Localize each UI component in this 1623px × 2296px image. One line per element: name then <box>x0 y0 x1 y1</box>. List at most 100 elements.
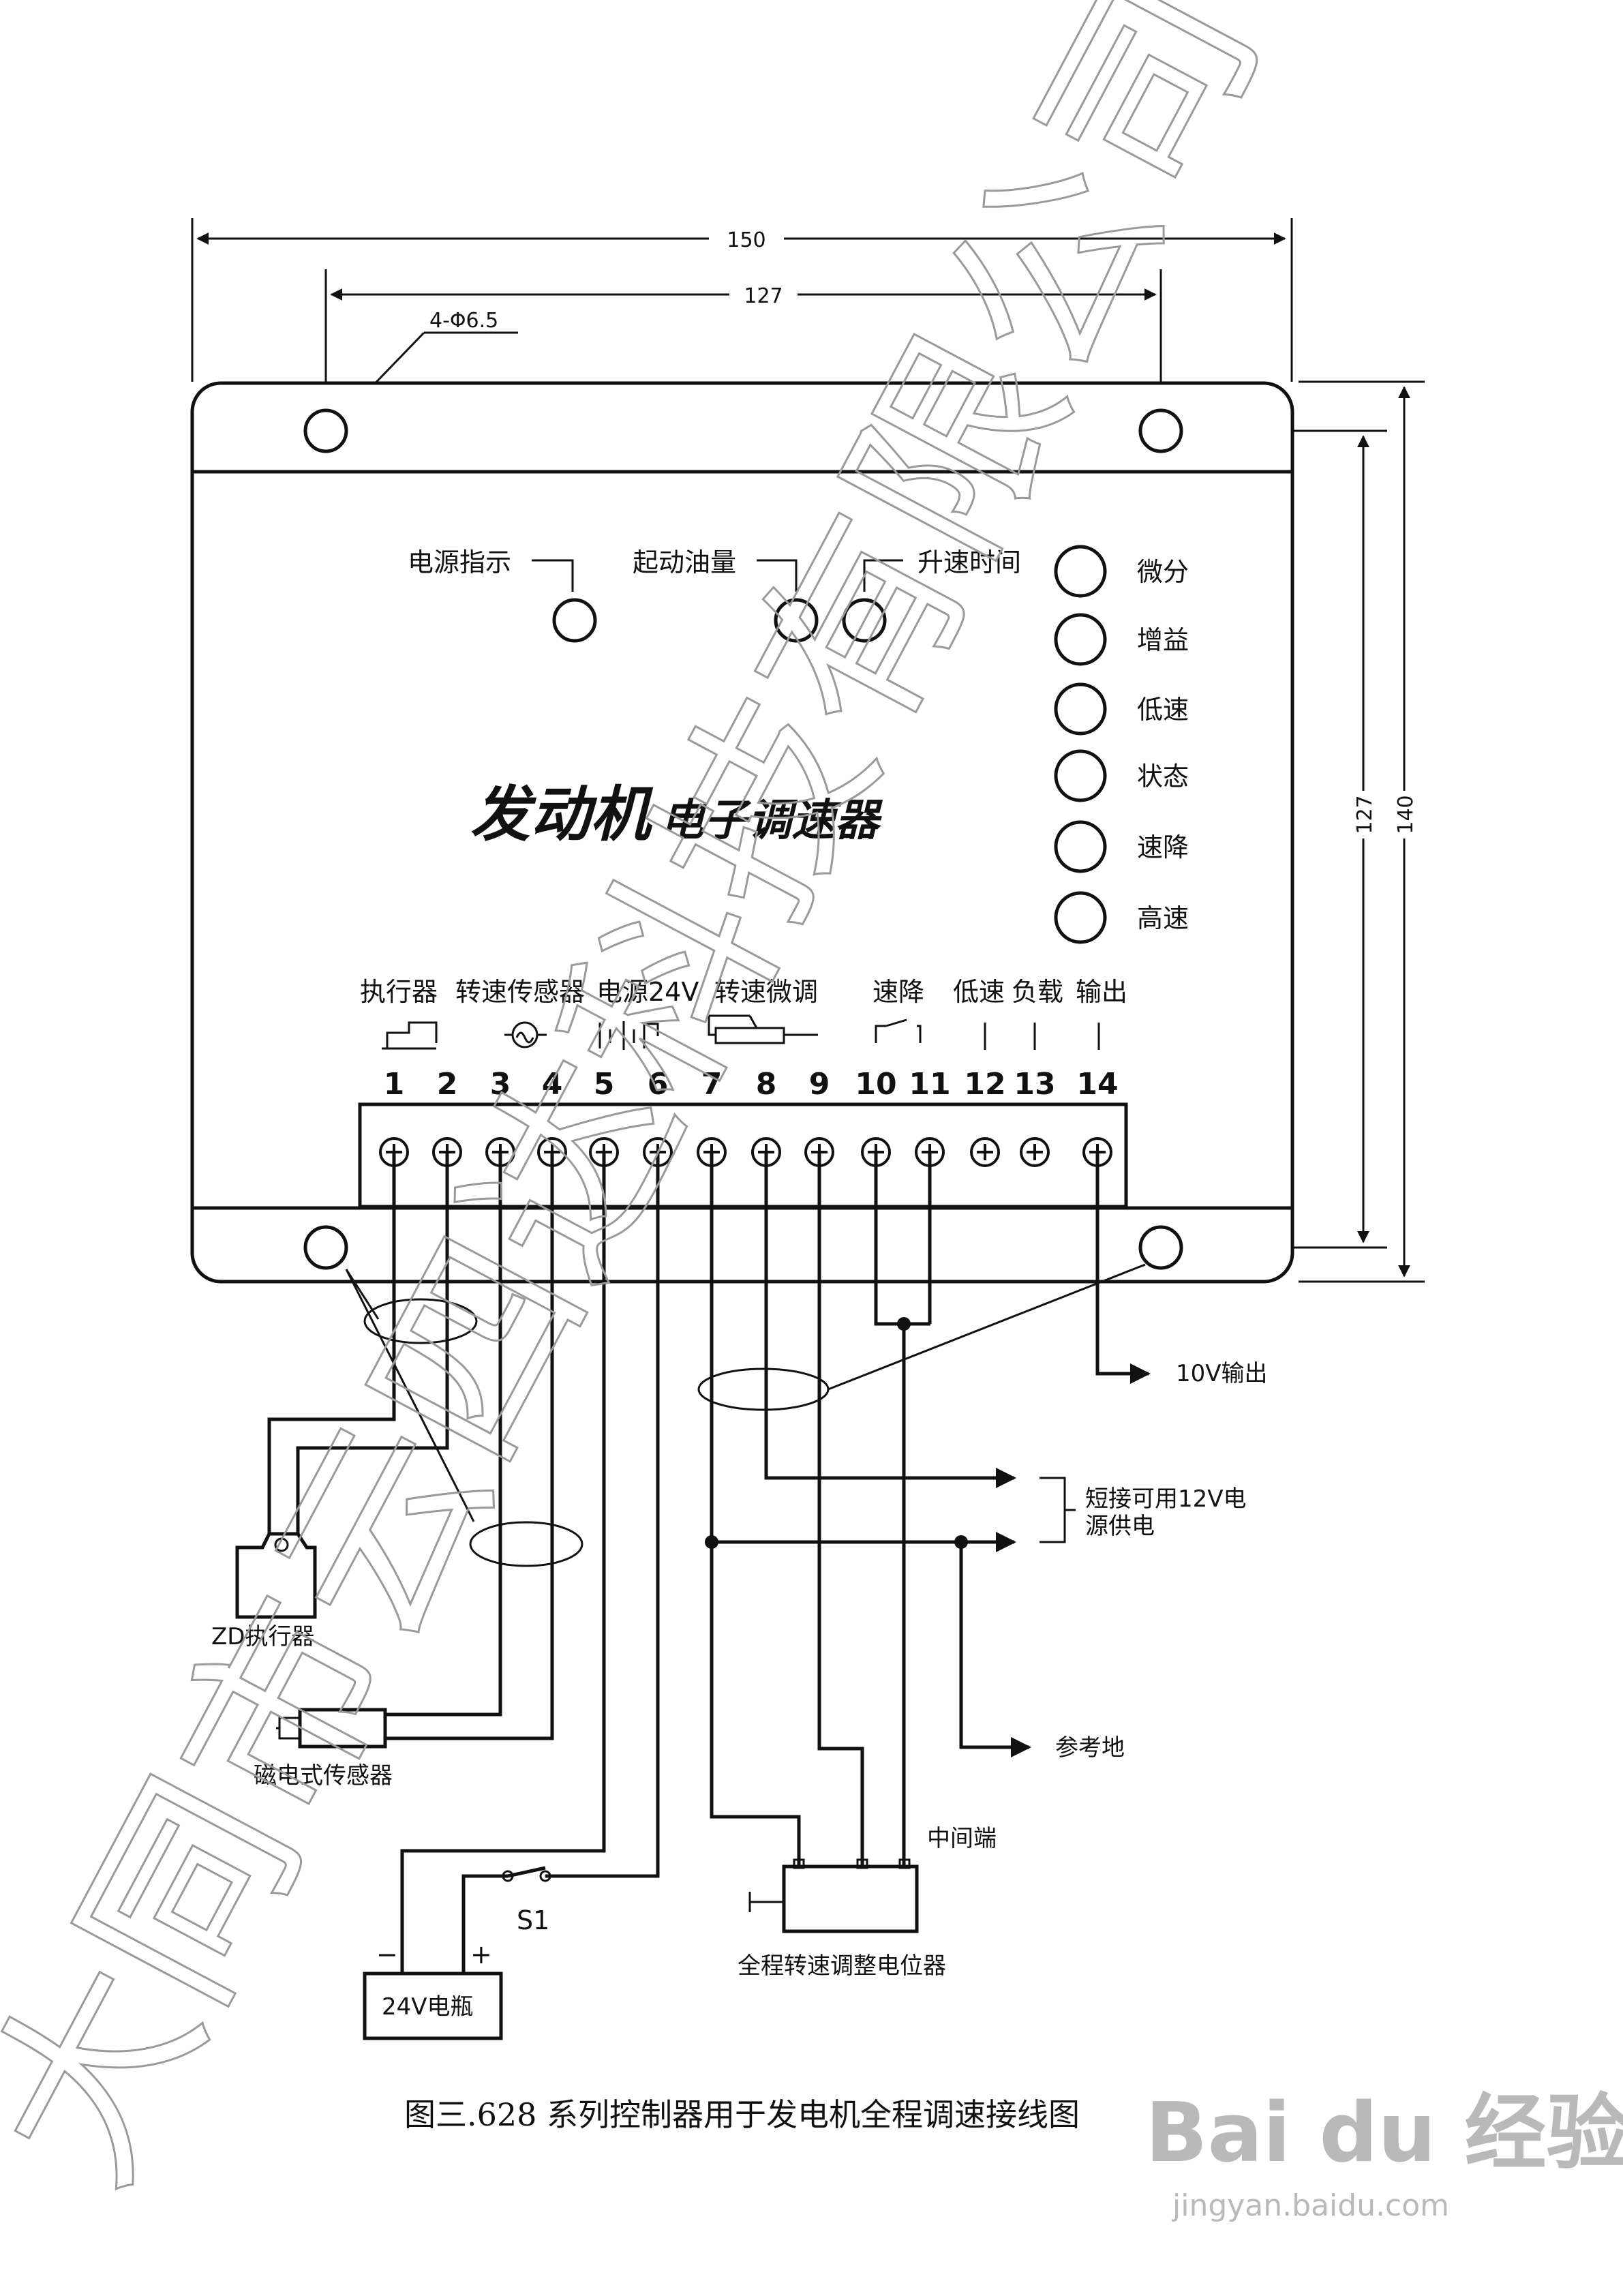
terminal-number-11: 11 <box>909 1067 950 1102</box>
label-switch-s1: S1 <box>517 1905 549 1935</box>
knob-ramp-time <box>842 598 887 643</box>
knob-start-fuel <box>774 598 819 643</box>
terminal-symbols <box>382 1014 1100 1050</box>
wire-t2 <box>296 1152 449 1534</box>
actuator-symbol <box>386 1021 438 1048</box>
dim-width-127: 127 <box>744 284 783 308</box>
mounting-hole-br <box>1138 1225 1183 1270</box>
knob-high-speed <box>1054 891 1107 944</box>
wire-t1 <box>267 1152 396 1534</box>
knob-differential <box>1054 545 1107 598</box>
label-start-fuel: 起动油量 <box>633 547 736 577</box>
group-droop: 速降 <box>873 977 924 1007</box>
mounting-hole-bl <box>303 1225 348 1270</box>
terminal-number-12: 12 <box>964 1067 1005 1102</box>
label-ref-ground: 参考地 <box>1055 1734 1125 1762</box>
knob-gain <box>1054 613 1107 666</box>
terminal-number-7: 7 <box>701 1067 723 1102</box>
terminal-number-8: 8 <box>756 1067 777 1102</box>
label-ramp-time: 升速时间 <box>917 547 1021 577</box>
label-10v-output: 10V输出 <box>1176 1360 1268 1387</box>
led-power <box>552 598 597 643</box>
mounting-hole-tr <box>1138 408 1183 453</box>
wire-ref-ground <box>959 1542 1031 1757</box>
group-actuator: 执行器 <box>360 977 438 1007</box>
droop-switch-symbol <box>875 1018 922 1043</box>
wire-s1-battery <box>461 1874 508 1974</box>
label-middle-end: 中间端 <box>927 1825 997 1852</box>
label-droop: 速降 <box>1137 832 1189 862</box>
shield-trim <box>697 1368 830 1411</box>
baidu-logo: Bai du 经验 <box>1145 2086 1623 2181</box>
wiring <box>267 1152 1151 1974</box>
potentiometer-device <box>782 1864 919 1933</box>
wire-t9 <box>817 1152 864 1867</box>
label-battery: 24V电瓶 <box>382 1993 474 2021</box>
product-title-main: 发动机 <box>470 779 654 849</box>
baidu-url: jingyan.baidu.com <box>1172 2188 1449 2223</box>
terminal-number-13: 13 <box>1014 1067 1055 1102</box>
baidu-watermark: Bai du 经验 jingyan.baidu.com <box>1145 2086 1623 2223</box>
wire-t5 <box>400 1152 606 1974</box>
terminal-number-2: 2 <box>437 1067 458 1102</box>
label-power-indicator: 电源指示 <box>408 547 511 577</box>
label-short-12v-2: 源供电 <box>1085 1513 1155 1540</box>
dim-height-140: 140 <box>1394 795 1418 834</box>
battery-symbol <box>598 1021 659 1050</box>
terminal-number-3: 3 <box>490 1067 511 1102</box>
terminal-number-9: 9 <box>809 1067 830 1102</box>
label-gain: 增益 <box>1137 625 1189 655</box>
label-differential: 微分 <box>1137 557 1189 587</box>
group-load: 负载 <box>1012 977 1063 1007</box>
terminal-number-1: 1 <box>384 1067 405 1102</box>
wire-t7 <box>710 1152 801 1867</box>
label-status: 状态 <box>1137 761 1189 791</box>
speed-sensor-symbol <box>504 1021 547 1048</box>
wire-t8 <box>764 1152 1016 1488</box>
label-plus: + <box>470 1939 492 1969</box>
external-labels: 10V输出 短接可用12V电 源供电 参考地 中间端 ZD执行器 磁电式传感器 … <box>211 1360 1268 2021</box>
wire-t4 <box>385 1152 554 1740</box>
terminal-number-6: 6 <box>648 1067 669 1102</box>
shield-sensor <box>469 1521 583 1567</box>
wire-t10 <box>874 1152 930 1326</box>
terminal-number-14: 14 <box>1076 1067 1118 1102</box>
product-title-sub: 电子调速器 <box>661 796 883 846</box>
product-title: 发动机 电子调速器 <box>470 779 883 849</box>
battery-24v-device <box>363 1972 503 2040</box>
label-high-speed: 高速 <box>1137 903 1189 933</box>
zd-actuator-device <box>235 1532 317 1619</box>
indicator-area: 电源指示 起动油量 升速时间 <box>408 547 1021 643</box>
switch-s1-blade <box>507 1866 546 1878</box>
group-speed-sensor: 转速传感器 <box>455 977 585 1007</box>
label-mag-sensor: 磁电式传感器 <box>254 1762 393 1789</box>
terminal-group-labels: 执行器 转速传感器 电源24V 转速微调 速降 低速 负载 输出 <box>360 977 1127 1007</box>
label-low-speed: 低速 <box>1137 695 1189 725</box>
group-speed-trim: 转速微调 <box>714 977 818 1007</box>
label-short-12v-1: 短接可用12V电 <box>1085 1485 1247 1513</box>
knob-low-speed <box>1054 682 1107 736</box>
terminal-screw-13 <box>1020 1137 1050 1167</box>
external-devices <box>235 1532 919 2040</box>
wire-t3 <box>385 1152 502 1717</box>
terminal-number-10: 10 <box>855 1067 896 1102</box>
wire-t14 <box>1095 1152 1151 1384</box>
figure-caption: 图三.628 系列控制器用于发电机全程调速接线图 <box>404 2096 1080 2133</box>
dim-hole-spec: 4-Φ6.5 <box>429 309 498 333</box>
group-output: 输出 <box>1076 977 1127 1007</box>
label-minus: − <box>376 1939 398 1969</box>
dim-height-127: 127 <box>1353 795 1377 834</box>
group-low-speed: 低速 <box>953 977 1005 1007</box>
trim-pot-symbol <box>708 1014 818 1044</box>
knob-droop <box>1054 820 1107 873</box>
knob-status <box>1054 749 1107 802</box>
label-potentiometer: 全程转速调整电位器 <box>738 1952 946 1980</box>
wire-t6 <box>545 1152 660 1878</box>
terminal-screw-12 <box>970 1137 1000 1167</box>
dim-width-150: 150 <box>727 228 765 252</box>
terminal-number-5: 5 <box>594 1067 615 1102</box>
shield-actuator <box>363 1298 478 1344</box>
label-zd-actuator: ZD执行器 <box>211 1623 314 1650</box>
